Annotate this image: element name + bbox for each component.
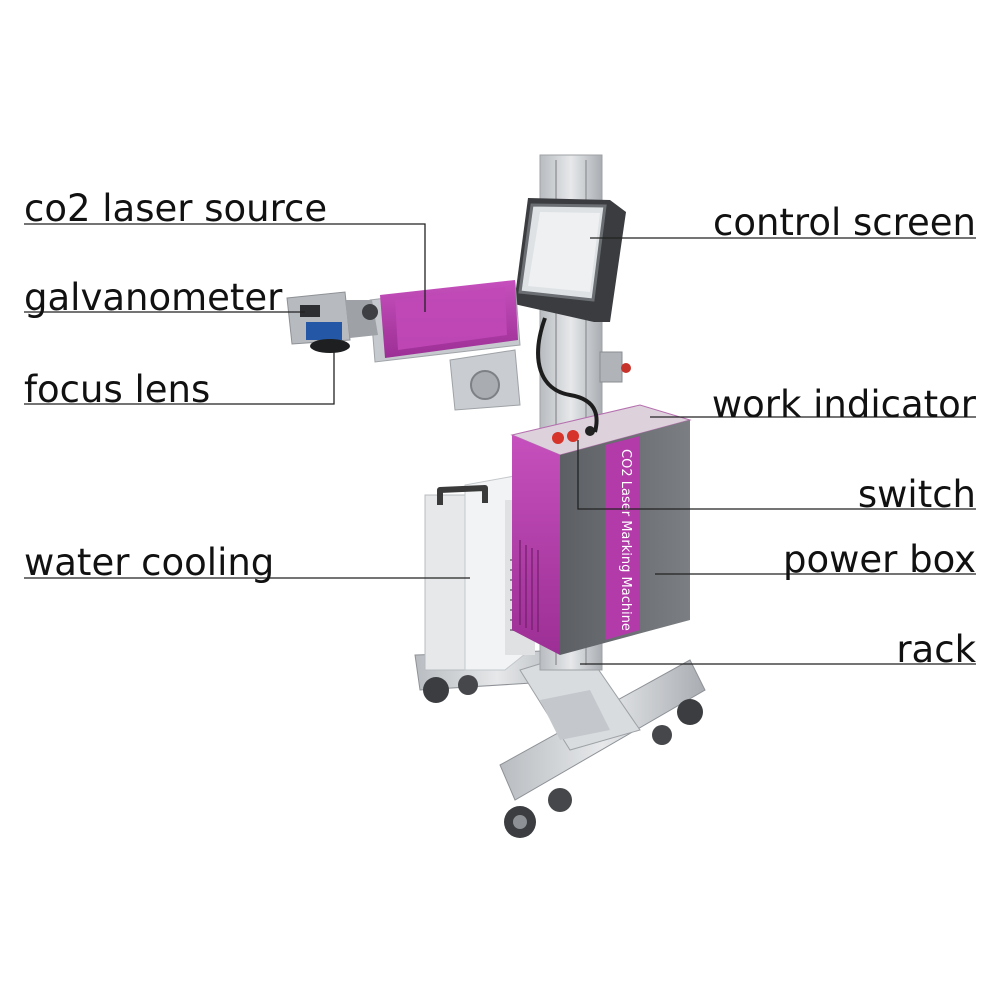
work-indicator-lamp [552,432,564,444]
galvanometer-head [286,291,378,353]
label-rack: rack [896,628,976,671]
rack-base [414,649,706,801]
leader-line-focus-lens [24,352,335,405]
power-box-side-text: CO2 Laser Marking Machine [618,449,633,631]
leader-lines [24,223,976,665]
laser-arm [369,280,521,411]
switch-knob [567,430,579,442]
label-co2-laser-source: co2 laser source [24,187,328,230]
label-work-indicator: work indicator [711,383,976,426]
label-power-box: power box [782,538,976,581]
label-focus-lens: focus lens [24,368,211,411]
caster-wheels [423,675,703,838]
label-control-screen: control screen [712,201,976,244]
leader-line-co2 [24,223,426,312]
power-box: CO2 Laser Marking Machine [510,404,692,655]
label-water-cooling: water cooling [24,541,275,584]
control-screen-device [514,198,626,322]
focus-lens-part [310,339,350,353]
label-galvanometer: galvanometer [24,276,283,319]
label-switch: switch [857,473,976,516]
leader-line-switch [577,440,976,510]
